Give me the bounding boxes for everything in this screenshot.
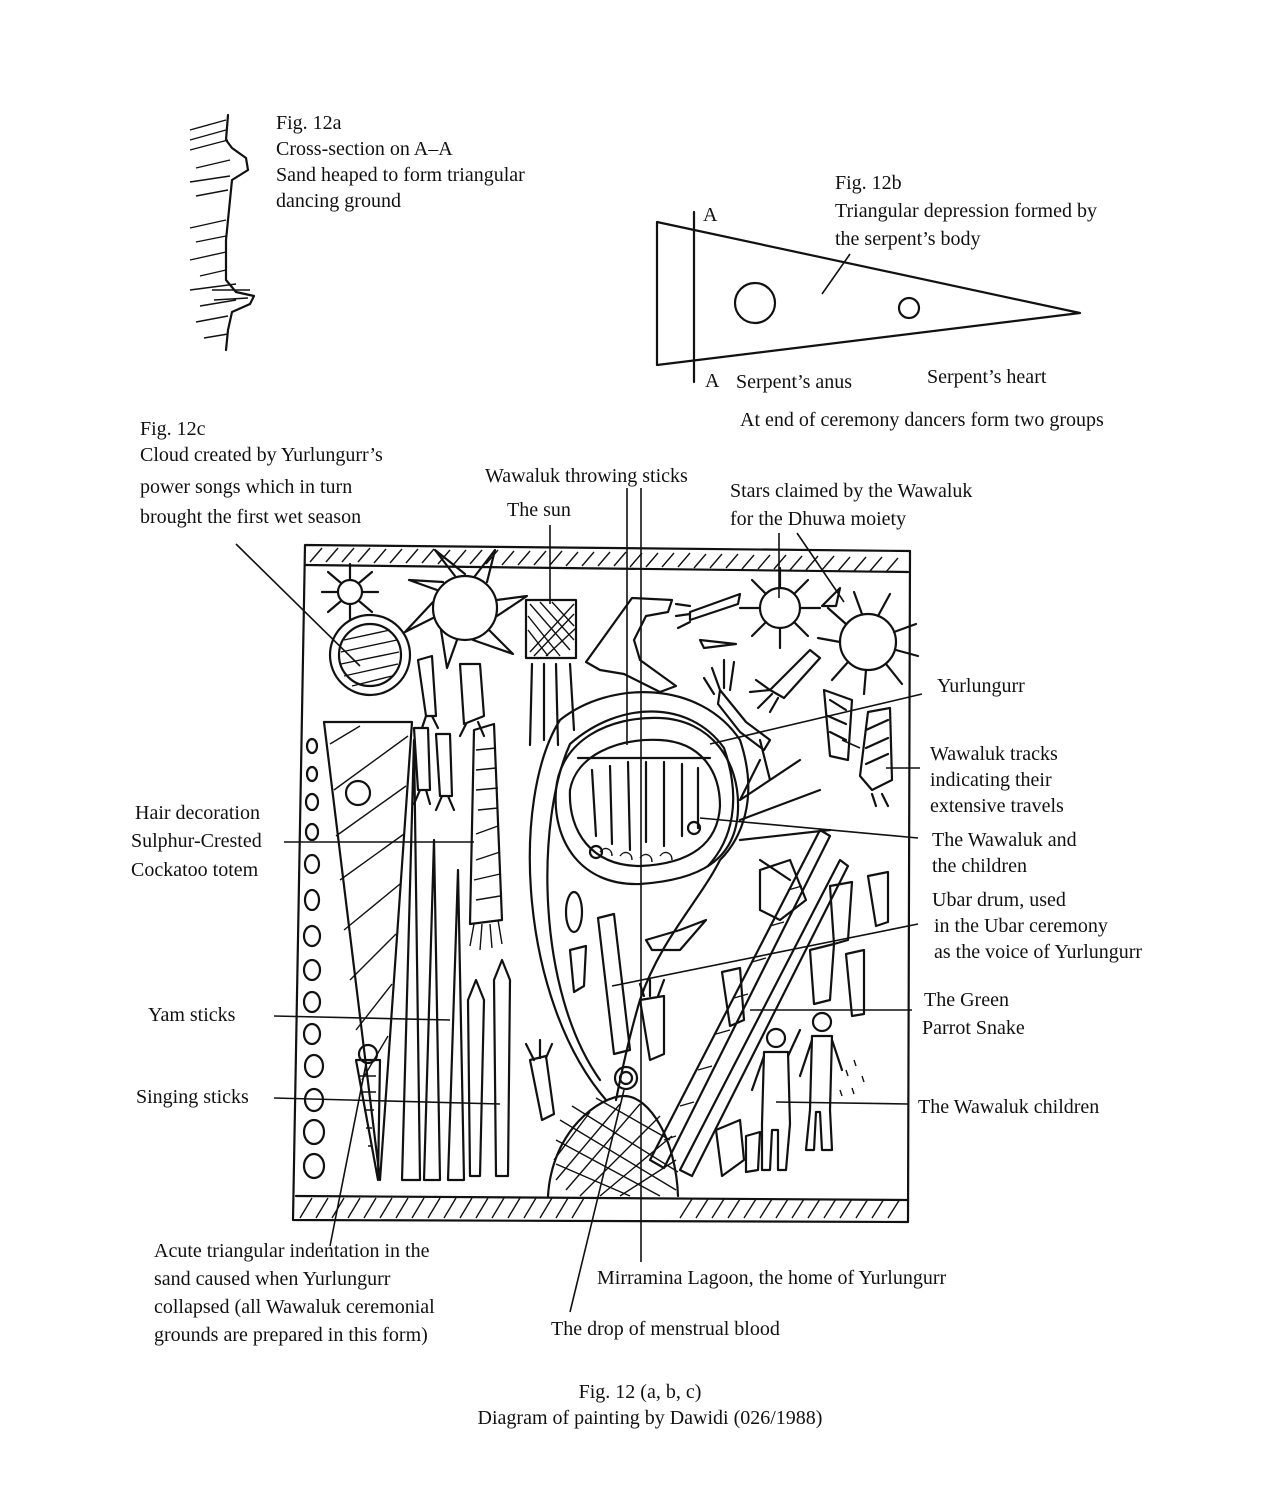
painting-frame [291, 543, 912, 1224]
hair-label-2: Sulphur-Crested [131, 830, 262, 852]
green-parrot-label-1: The Green [924, 989, 1009, 1011]
cloud-label-2: power songs which in turn [140, 476, 353, 498]
leader-lines [235, 488, 923, 1313]
fig12c-title: Fig. 12c [140, 418, 206, 440]
green-parrot-label-2: Parrot Snake [922, 1017, 1025, 1039]
children-label: The Wawaluk children [918, 1096, 1100, 1118]
acute-label-1: Acute triangular indentation in the [154, 1240, 430, 1262]
lagoon-shape [546, 1065, 680, 1198]
section-label-bottom: A [705, 370, 720, 392]
tracks-label-3: extensive travels [930, 795, 1064, 817]
lagoon-label: Mirramina Lagoon, the home of Yurlungurr [597, 1267, 947, 1289]
acute-label-3: collapsed (all Wawaluk ceremonial [154, 1296, 435, 1318]
fig12a-line-2: Sand heaped to form triangular [276, 164, 525, 186]
ubar-label-3: as the voice of Yurlungurr [934, 941, 1143, 963]
hair-label-1: Hair decoration [135, 802, 260, 824]
stars-label-1: Stars claimed by the Wawaluk [730, 480, 973, 502]
fig12a-line-3: dancing ground [276, 190, 401, 212]
caption-line-2: Diagram of painting by Dawidi (026/1988) [477, 1407, 823, 1429]
serpent-anus-label: Serpent’s anus [736, 371, 853, 393]
cloud-label-3: brought the first wet season [140, 506, 362, 528]
yurlungurr-label: Yurlungurr [937, 675, 1025, 697]
triangle-sketch [655, 210, 1082, 384]
wawaluk-children-label-1: The Wawaluk and [932, 829, 1077, 851]
fig12b-line-2: the serpent’s body [835, 228, 981, 250]
end-of-ceremony-note: At end of ceremony dancers form two grou… [740, 409, 1104, 431]
ubar-label-1: Ubar drum, used [932, 889, 1066, 911]
singing-sticks-label: Singing sticks [136, 1086, 249, 1108]
fig12a-title: Fig. 12a [276, 112, 342, 134]
menstrual-blood-label: The drop of menstrual blood [551, 1318, 780, 1340]
fig12a-line-1: Cross-section on A–A [276, 138, 453, 160]
wawaluk-children-label-2: the children [932, 855, 1027, 877]
hair-label-3: Cockatoo totem [131, 859, 259, 881]
cloud-label-1: Cloud created by Yurlungurr’s [140, 444, 383, 466]
cross-section-sketch [189, 113, 256, 352]
acute-label-4: grounds are prepared in this form) [154, 1324, 428, 1346]
children-figures [750, 1011, 865, 1172]
cloud-shape [328, 613, 412, 697]
section-label-top: A [703, 204, 718, 226]
acute-label-2: sand caused when Yurlungurr [154, 1268, 391, 1290]
yam-sticks-label: Yam sticks [148, 1004, 236, 1026]
fig12b-title: Fig. 12b [835, 172, 902, 194]
caption-line-1: Fig. 12 (a, b, c) [578, 1381, 702, 1403]
stars-label-2: for the Dhuwa moiety [730, 508, 907, 530]
fig12b-line-1: Triangular depression formed by [835, 200, 1097, 222]
tracks-label-2: indicating their [930, 769, 1052, 791]
throwing-sticks-label: Wawaluk throwing sticks [485, 465, 688, 487]
tracks-label-1: Wawaluk tracks [930, 743, 1058, 765]
sun-label: The sun [507, 499, 571, 521]
painting-contents [302, 548, 920, 1198]
serpent-heart-label: Serpent’s heart [927, 366, 1047, 388]
ubar-label-2: in the Ubar ceremony [934, 915, 1108, 937]
